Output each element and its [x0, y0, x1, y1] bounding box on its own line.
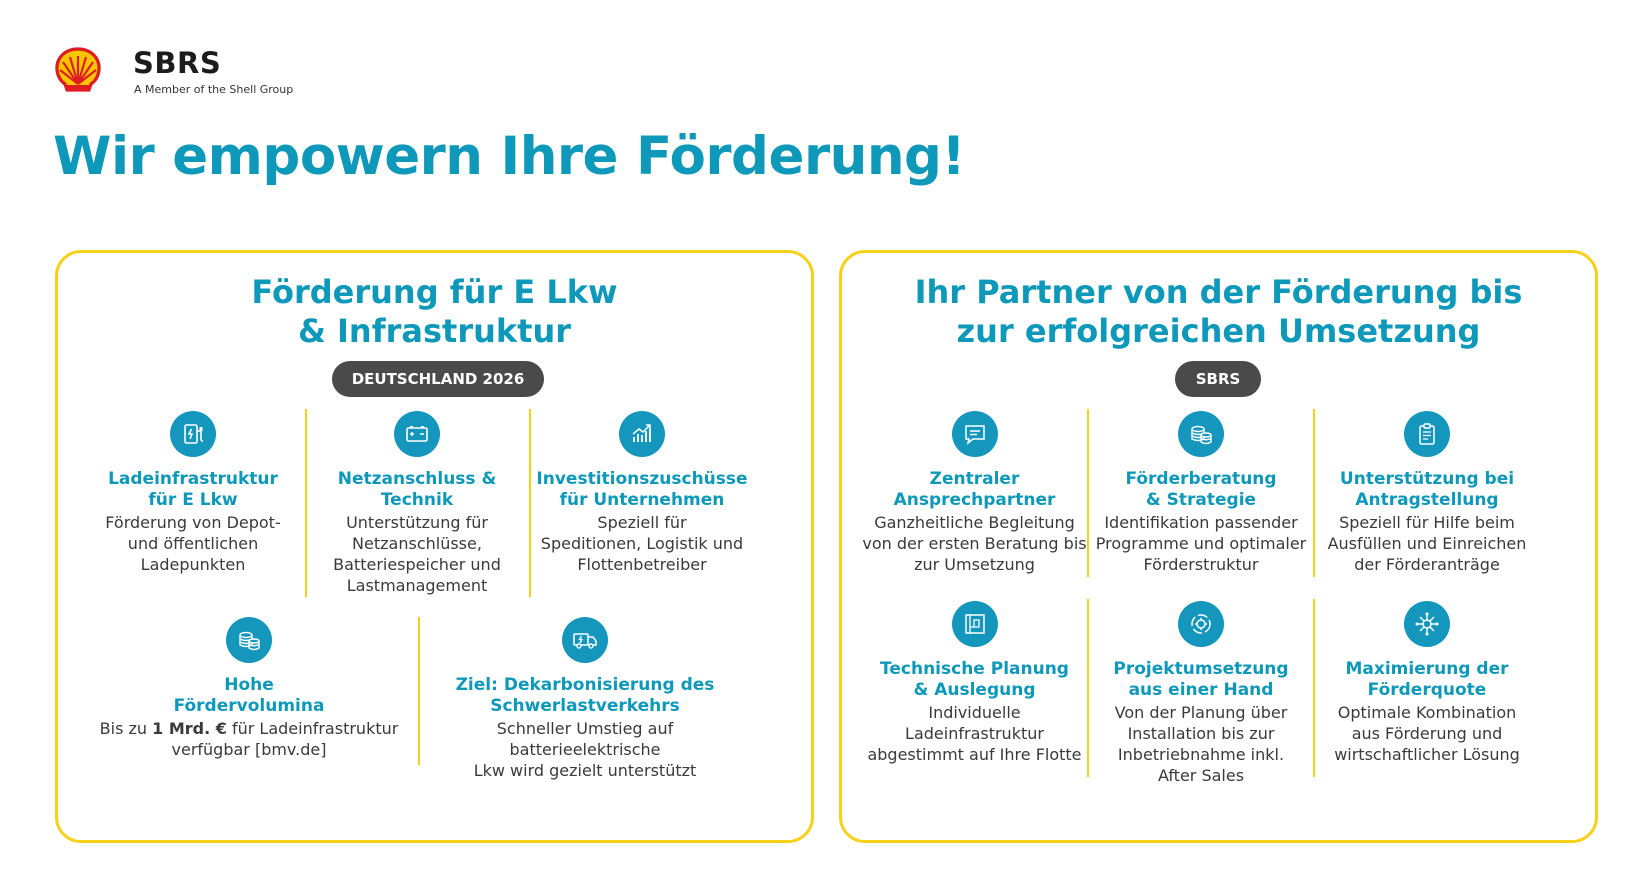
service-technical-planning: Technische Planung& Auslegung Individuel…	[862, 601, 1087, 765]
process-cycle-icon	[1178, 601, 1224, 647]
battery-icon	[394, 411, 440, 457]
shell-logo-icon	[53, 46, 103, 94]
service-funding-consulting: Förderberatung& Strategie Identifikation…	[1089, 411, 1313, 575]
funding-panel: Förderung für E Lkw & Infrastruktur DEUT…	[55, 250, 814, 843]
divider	[1087, 599, 1089, 777]
brand-name: SBRS	[133, 46, 222, 80]
divider	[418, 617, 420, 765]
service-title: Förderberatung& Strategie	[1125, 469, 1277, 510]
chat-bubble-icon	[951, 411, 998, 457]
network-hub-icon	[1404, 601, 1450, 647]
brand-subtitle: A Member of the Shell Group	[134, 83, 294, 96]
feature-description: Schneller Umstieg auf batterieelektrisch…	[473, 719, 697, 780]
coins-icon	[226, 617, 272, 663]
region-badge: DEUTSCHLAND 2026	[332, 361, 544, 397]
blueprint-icon	[951, 601, 998, 647]
partner-panel: Ihr Partner von der Förderung bis zur er…	[839, 250, 1598, 843]
funding-panel-title: Förderung für E Lkw & Infrastruktur	[251, 273, 618, 350]
company-badge: SBRS	[1175, 361, 1261, 397]
divider	[1087, 409, 1089, 577]
divider	[1313, 599, 1315, 777]
clipboard-icon	[1404, 411, 1450, 457]
brand-header: SBRS A Member of the Shell Group	[53, 44, 313, 100]
service-title: Technische Planung& Auslegung	[880, 659, 1069, 700]
divider	[1313, 409, 1315, 577]
partner-panel-title: Ihr Partner von der Förderung bis zur er…	[914, 273, 1523, 350]
page-title: Wir empowern Ihre Förderung!	[53, 126, 966, 187]
growth-chart-icon	[619, 411, 665, 457]
coins-icon	[1178, 411, 1224, 457]
feature-grid-connection: Netzanschluss &Technik Unterstützung für…	[305, 411, 529, 596]
divider	[529, 409, 531, 597]
electric-truck-icon	[562, 617, 608, 663]
divider	[305, 409, 307, 597]
charging-station-icon	[170, 411, 216, 457]
feature-title: Netzanschluss &Technik	[337, 469, 497, 510]
